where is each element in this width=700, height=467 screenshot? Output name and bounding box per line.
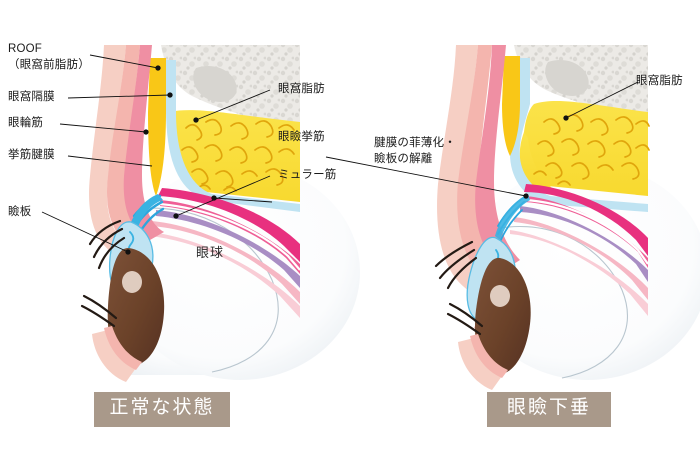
label-roof-line1: ROOF [8, 43, 43, 55]
orbital-fat-lobules [181, 118, 295, 192]
label-roof-line2: （眼窩前脂肪） [8, 58, 90, 71]
lower-lid-inner [104, 326, 142, 370]
caption-normal-state: 正常な状態 [94, 392, 230, 427]
lower-eyelid-skin [458, 338, 502, 390]
iris [474, 257, 531, 375]
label-aponeurosis-thinning: 腱膜の菲薄化・ 瞼板の解離 [374, 136, 478, 167]
globe-outline [127, 207, 279, 373]
label-orbicularis-oculi: 眼輪筋 [8, 116, 43, 132]
levator-muscle [524, 184, 648, 256]
left-eye-cross-section [41, 45, 360, 382]
lower-lid-inner [470, 334, 508, 378]
label-orbital-fat-left-text: 眼窩脂肪 [278, 83, 325, 95]
lower-eyelashes [446, 302, 484, 336]
eyelid-skin-outer [89, 45, 130, 256]
levator-white-stripe [523, 198, 649, 265]
iris-highlight [490, 285, 510, 307]
levator-muscle [158, 188, 300, 262]
label-orbital-septum: 眼窩隔膜 [8, 90, 55, 106]
lower-eyelid-skin [92, 330, 136, 382]
orbicularis-oculi [123, 45, 164, 240]
bone-marrow-shape [193, 65, 237, 103]
label-tarsal-plate-text: 瞼板 [8, 206, 32, 218]
orbital-septum [510, 58, 648, 212]
label-levator-aponeurosis-text: 挙筋腱膜 [8, 149, 55, 161]
label-muller-muscle-text: ミュラー筋 [278, 169, 337, 181]
lower-eyelashes [80, 294, 118, 328]
label-levator-muscle-text: 眼瞼挙筋 [278, 131, 325, 143]
label-eyeball-text: 眼球 [196, 245, 225, 260]
aponeurosis-detachment [495, 194, 530, 240]
bone-marrow-shape [545, 59, 589, 97]
label-aponeurosis-thinning-line1: 腱膜の菲薄化・ [374, 137, 456, 149]
label-tarsal-plate: 瞼板 [8, 205, 31, 221]
orbital-fat [523, 101, 648, 196]
levator-white-stripe [159, 202, 301, 271]
levator-muscle-lower [160, 200, 300, 274]
aponeurosis-insertion [129, 194, 163, 232]
roof-preaponeurotic-fat [502, 56, 520, 156]
label-roof: ROOF （眼窩前脂肪） [8, 42, 90, 73]
orbicularis-oculi [475, 45, 520, 270]
label-orbital-septum-text: 眼窩隔膜 [8, 91, 55, 103]
iris-highlight [122, 271, 142, 293]
caption-normal-state-text: 正常な状態 [109, 397, 215, 418]
label-orbital-fat-right: 眼窩脂肪 [636, 74, 683, 90]
label-levator-aponeurosis: 挙筋腱膜 [8, 148, 55, 164]
caption-ptosis-text: 眼瞼下垂 [506, 397, 591, 418]
roof-preaponeurotic-fat [148, 58, 166, 196]
left-leader-lines [41, 54, 273, 255]
upper-eyelashes [434, 240, 478, 290]
muller-muscle [156, 210, 300, 288]
caption-ptosis: 眼瞼下垂 [487, 392, 611, 427]
label-aponeurosis-thinning-line2: 瞼板の解離 [374, 152, 433, 165]
label-orbital-fat-left: 眼窩脂肪 [278, 82, 325, 98]
right-leader-lines [325, 81, 639, 199]
eyelid-subcutaneous [457, 45, 504, 280]
label-orbital-fat-right-text: 眼窩脂肪 [636, 75, 683, 87]
orbital-fat [170, 110, 300, 202]
orbital-fat-bulge [519, 132, 552, 190]
orbital-fat-lobules [533, 114, 650, 186]
iris [107, 248, 165, 367]
right-eye-cross-section [325, 45, 700, 390]
label-orbicularis-oculi-text: 眼輪筋 [8, 117, 44, 129]
label-muller-muscle: ミュラー筋 [278, 168, 337, 184]
globe-outline [481, 225, 628, 379]
label-eyeball: 眼球 [196, 242, 224, 261]
label-levator-muscle: 眼瞼挙筋 [278, 130, 325, 146]
